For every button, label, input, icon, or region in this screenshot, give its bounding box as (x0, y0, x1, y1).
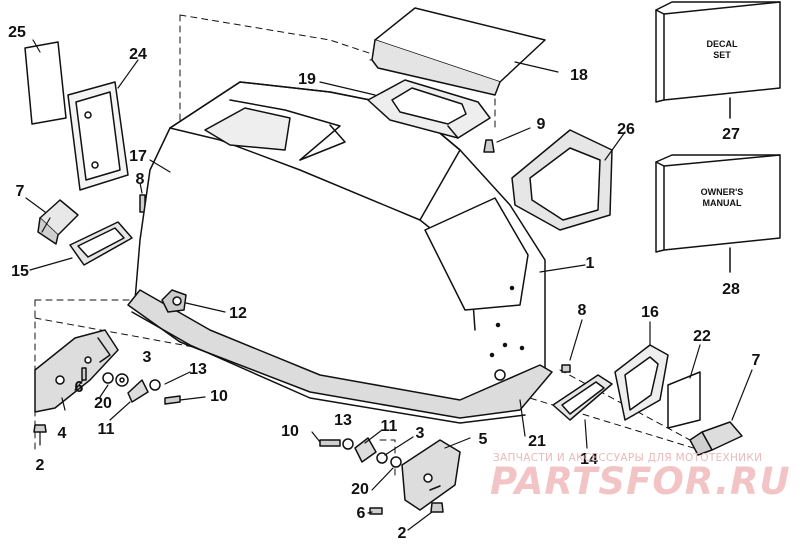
callout-6: 6 (74, 379, 84, 396)
callout-5: 5 (478, 431, 488, 448)
part-26-window-frame (511, 129, 613, 231)
callout-20: 20 (94, 395, 112, 412)
callout-13: 13 (334, 412, 352, 429)
part-12-grommet (161, 289, 187, 313)
callout-15: 15 (11, 263, 29, 280)
part-27-decal-box (655, 1, 781, 119)
callout-7: 7 (15, 183, 25, 200)
part-11-plate-center (354, 437, 377, 463)
owners-manual-label: OWNER'S MANUAL (700, 187, 744, 208)
part-20-washer-center (390, 456, 402, 468)
part-13-washer-left (149, 379, 161, 391)
callout-8: 8 (135, 171, 145, 188)
part-5-bracket-left (34, 329, 119, 413)
part-2-grommet-center (430, 502, 444, 513)
callout-24: 24 (129, 46, 147, 63)
part-28-manual-box (655, 154, 781, 273)
part-8-pin-right (561, 364, 571, 373)
callout-19: 19 (298, 71, 316, 88)
watermark-subtitle: ЗАПЧАСТИ И АКСЕССУАРЫ ДЛЯ МОТОТЕХНИКИ (493, 452, 763, 464)
part-15-latch-plate (69, 221, 133, 266)
callout-12: 12 (229, 305, 247, 322)
callout-3: 3 (415, 425, 425, 442)
leader-lines (25, 39, 753, 531)
part-7-latch-handle-right (689, 421, 743, 456)
part-5-bracket-center (401, 439, 461, 511)
part-9-screw (483, 139, 495, 153)
part-6-pin-center (369, 507, 383, 515)
part-16-latch-plate (614, 344, 669, 421)
callout-18: 18 (570, 67, 588, 84)
callout-28: 28 (722, 281, 740, 298)
callout-2: 2 (35, 457, 45, 474)
callout-10: 10 (281, 423, 299, 440)
part-7-latch-handle-left (37, 199, 79, 245)
part-washers-left (102, 372, 129, 387)
callout-6: 6 (356, 505, 366, 522)
callout-9: 9 (536, 116, 546, 133)
callout-13: 13 (189, 361, 207, 378)
part-1-engine-cowl (127, 81, 553, 424)
callout-14: 14 (580, 451, 598, 468)
part-10-screw-left (164, 395, 181, 405)
callout-21: 21 (528, 433, 546, 450)
part-22-decal (667, 371, 701, 429)
part-25-decal-sheet (24, 41, 67, 125)
part-19-seal-ring (367, 79, 491, 139)
callout-25: 25 (8, 24, 26, 41)
part-11-plate-left (127, 379, 149, 403)
part-10-screw-center (319, 439, 341, 447)
callout-20: 20 (351, 481, 369, 498)
part-18-top-cover (371, 7, 546, 96)
callout-8: 8 (577, 302, 587, 319)
callout-1: 1 (585, 255, 595, 272)
part-3-washer-center (376, 452, 388, 464)
callout-11: 11 (97, 421, 115, 438)
part-6-pin-left (81, 367, 87, 381)
decal-set-label: DECAL SET (706, 39, 738, 60)
part-14-latch-plate (552, 374, 613, 421)
callout-4: 4 (57, 425, 67, 442)
callout-27: 27 (722, 126, 740, 143)
callout-2: 2 (397, 525, 407, 542)
watermark-logo: PARTSFOR.RU (490, 460, 791, 503)
callout-22: 22 (693, 328, 711, 345)
part-24-window-frame (67, 81, 129, 191)
part-13-washer-center (342, 438, 354, 450)
callout-17: 17 (129, 148, 147, 165)
part-4-grommet (33, 424, 47, 433)
callout-16: 16 (641, 304, 659, 321)
callout-10: 10 (210, 388, 228, 405)
callout-26: 26 (617, 121, 635, 138)
callout-7: 7 (751, 352, 761, 369)
callout-3: 3 (142, 349, 152, 366)
callout-11: 11 (380, 418, 398, 435)
